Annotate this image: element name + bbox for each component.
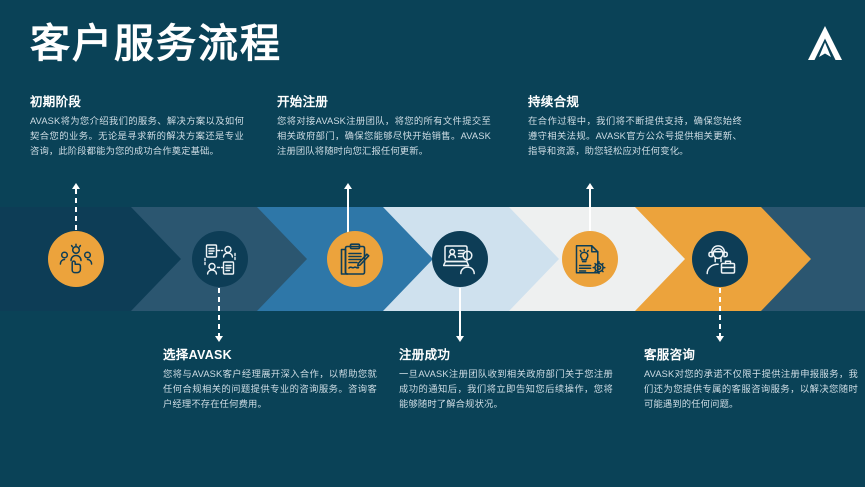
step-text-block-3: 开始注册 您将对接AVASK注册团队，将您的所有文件提交至相关政府部门，确保您能… — [277, 95, 491, 159]
step-text-block-6: 客服咨询 AVASK对您的承诺不仅限于提供注册申报服务，我们还为您提供专属的客服… — [644, 348, 858, 412]
document-network-icon — [203, 243, 237, 275]
chevron-strip — [0, 207, 865, 311]
step-icon-circle-3[interactable] — [327, 231, 383, 287]
chevron-7 — [761, 207, 865, 311]
connector-line — [589, 189, 591, 234]
step-heading: 选择AVASK — [163, 348, 233, 362]
step-icon-circle-6[interactable] — [692, 231, 748, 287]
connector-step-3 — [344, 183, 352, 234]
connector-step-2 — [215, 288, 223, 342]
arrow-up-icon — [586, 183, 594, 189]
step-heading: 开始注册 — [277, 95, 329, 109]
step-icon-circle-1[interactable] — [48, 231, 104, 287]
connector-line — [75, 189, 77, 234]
connector-step-5 — [586, 183, 594, 234]
avask-logo — [805, 24, 845, 62]
connector-step-6 — [716, 288, 724, 342]
step-icon-circle-2[interactable] — [192, 231, 248, 287]
connector-line — [347, 189, 349, 234]
arrow-down-icon — [716, 336, 724, 342]
connector-line — [459, 288, 461, 336]
connector-step-4 — [456, 288, 464, 342]
step-text-block-4: 注册成功 一旦AVASK注册团队收到相关政府部门关于您注册成功的通知后，我们将立… — [399, 348, 613, 412]
arrow-up-icon — [344, 183, 352, 189]
step-body: 一旦AVASK注册团队收到相关政府部门关于您注册成功的通知后，我们将立即告知您后… — [399, 368, 613, 409]
connector-step-1 — [72, 183, 80, 234]
compliance-document-gear-icon — [574, 243, 607, 276]
step-icon-circle-5[interactable] — [562, 231, 618, 287]
step-body: 您将对接AVASK注册团队，将您的所有文件提交至相关政府部门，确保您能够尽快开始… — [277, 115, 491, 156]
step-text-block-1: 初期阶段 AVASK将为您介绍我们的服务、解决方案以及如何契合您的业务。无论是寻… — [30, 95, 244, 159]
step-heading: 持续合规 — [528, 95, 580, 109]
arrow-down-icon — [456, 336, 464, 342]
step-heading: 初期阶段 — [30, 95, 82, 109]
step-body: AVASK将为您介绍我们的服务、解决方案以及如何契合您的业务。无论是寻求新的解决… — [30, 115, 244, 156]
online-registration-icon — [443, 244, 477, 275]
connector-line — [719, 288, 721, 336]
customer-support-agent-icon — [704, 243, 737, 275]
arrow-down-icon — [215, 336, 223, 342]
page-title: 客户服务流程 — [30, 22, 282, 66]
arrow-up-icon — [72, 183, 80, 189]
step-heading: 注册成功 — [399, 348, 451, 362]
step-text-block-2: 选择AVASK 您将与AVASK客户经理展开深入合作，以帮助您就任何合规相关的问… — [163, 348, 377, 412]
connector-line — [218, 288, 220, 336]
step-body: AVASK对您的承诺不仅限于提供注册申报服务，我们还为您提供专属的客服咨询服务，… — [644, 368, 858, 409]
people-selection-icon — [59, 243, 93, 275]
step-icon-circle-4[interactable] — [432, 231, 488, 287]
step-heading: 客服咨询 — [644, 348, 696, 362]
contract-signing-icon — [339, 242, 371, 276]
step-body: 您将与AVASK客户经理展开深入合作，以帮助您就任何合规相关的问题提供专业的咨询… — [163, 368, 377, 409]
step-body: 在合作过程中，我们将不断提供支持，确保您始终遵守相关法规。AVASK官方公众号提… — [528, 115, 742, 156]
step-text-block-5: 持续合规 在合作过程中，我们将不断提供支持，确保您始终遵守相关法规。AVASK官… — [528, 95, 742, 159]
